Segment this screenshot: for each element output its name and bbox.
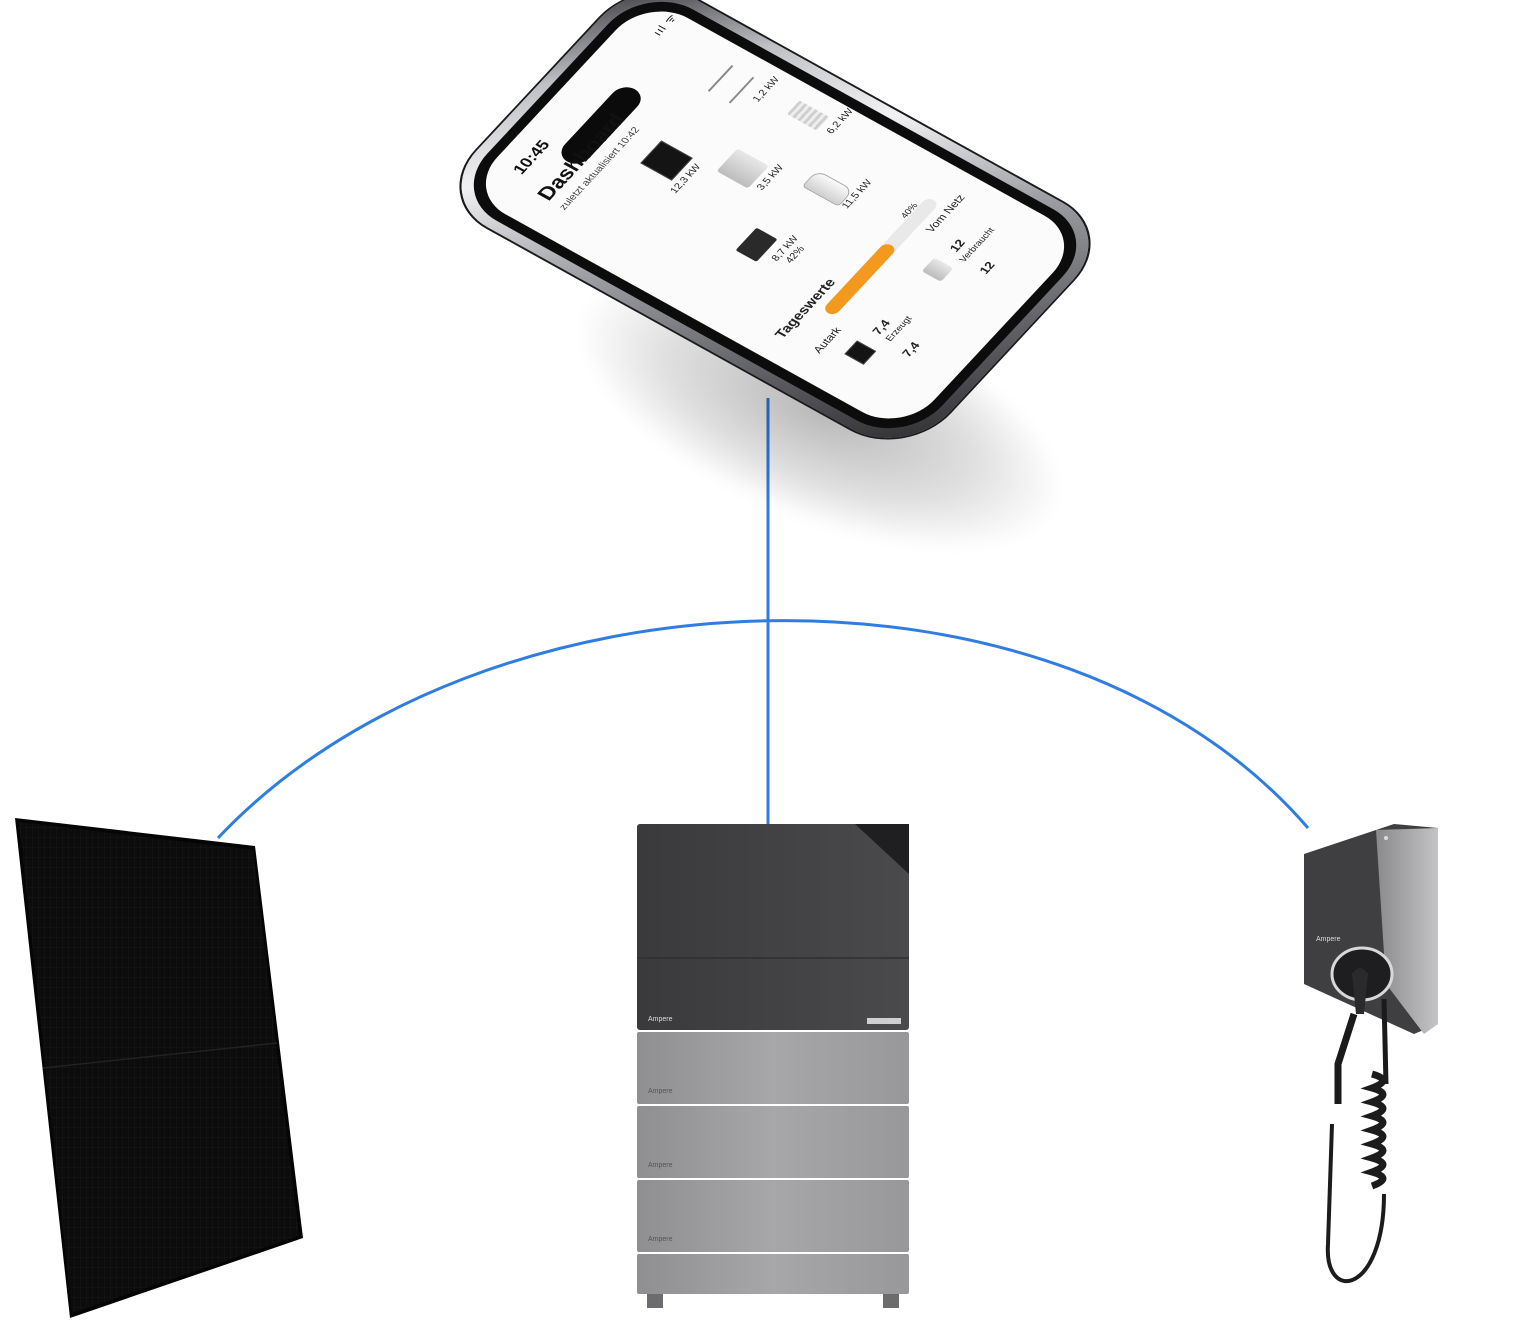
storage-brand-top: Ampere (648, 1016, 673, 1023)
storage-brand-2: Ampere (648, 1162, 673, 1169)
autarky-bar-fill (822, 241, 898, 317)
solar-panel (15, 818, 303, 1318)
wallbox-brand: Ampere (1316, 936, 1341, 943)
heat-pump-icon[interactable] (786, 100, 830, 131)
generated-solar-icon (844, 340, 877, 365)
power-grid-icon[interactable] (707, 65, 755, 104)
storage-brand-1: Ampere (648, 1088, 673, 1095)
storage-brand-3: Ampere (648, 1236, 673, 1243)
arc-link (216, 619, 1310, 840)
autark-label: Autark (811, 325, 845, 356)
home-battery-storage (637, 824, 909, 1308)
grid-power-value: 1,2 kW (750, 75, 783, 105)
autarky-bar (822, 196, 940, 317)
consumed-value-2: 12 (976, 259, 998, 277)
ev-wallbox-charger (1304, 824, 1438, 1284)
consumed-house-icon (921, 257, 954, 282)
heater-power-value: 6,2 kW (824, 107, 857, 136)
generated-value-2: 7,4 (899, 339, 923, 360)
